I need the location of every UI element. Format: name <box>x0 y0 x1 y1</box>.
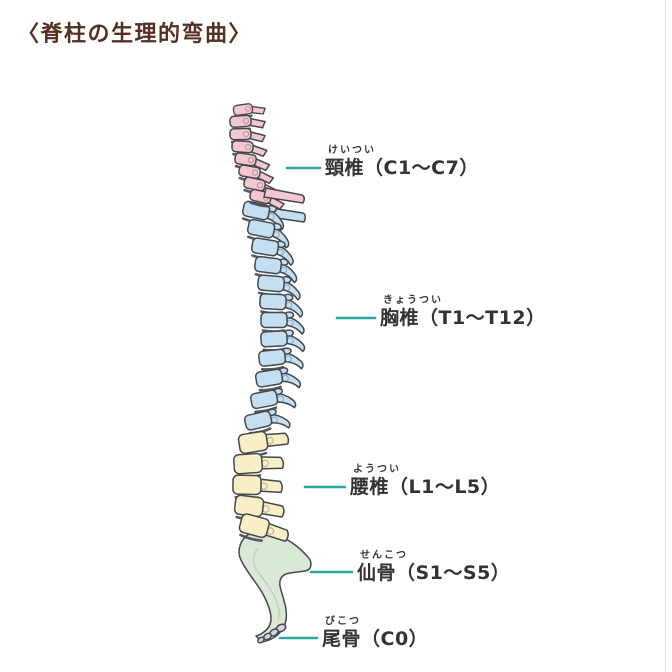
lumbar-label-text: 腰椎（L1〜L5） <box>350 476 501 498</box>
thoracic-label-text: 胸椎（T1〜T12） <box>380 307 546 329</box>
page-title: 〈脊柱の生理的弯曲〉 <box>17 22 253 47</box>
label-lumbar: ようつい 腰椎（L1〜L5） <box>350 465 500 498</box>
leader-lines <box>278 166 377 640</box>
sacrum-furigana: せんこつ <box>360 550 408 561</box>
cervical-label-text: 頸椎（C1〜C7） <box>325 157 479 179</box>
label-thoracic: きょうつい 胸椎（T1〜T12） <box>380 296 546 329</box>
label-sacrum: せんこつ 仙骨（S1〜S5） <box>357 551 510 584</box>
coccyx-furigana: びこつ <box>325 616 361 627</box>
lumbar-vertebrae <box>231 426 293 550</box>
sacrum-label-text: 仙骨（S1〜S5） <box>357 562 511 584</box>
sacrum-bone <box>238 531 312 643</box>
lumbar-furigana: ようつい <box>353 464 401 475</box>
coccyx-bone <box>257 623 287 644</box>
page-edge-line <box>665 0 666 672</box>
cervical-furigana: けいつい <box>328 145 376 156</box>
thoracic-furigana: きょうつい <box>383 295 443 306</box>
cervical-vertebrae <box>228 100 306 212</box>
label-coccyx: びこつ 尾骨（C0） <box>322 617 428 650</box>
label-cervical: けいつい 頸椎（C1〜C7） <box>325 146 479 179</box>
thoracic-vertebrae <box>239 198 307 439</box>
coccyx-label-text: 尾骨（C0） <box>322 628 429 650</box>
